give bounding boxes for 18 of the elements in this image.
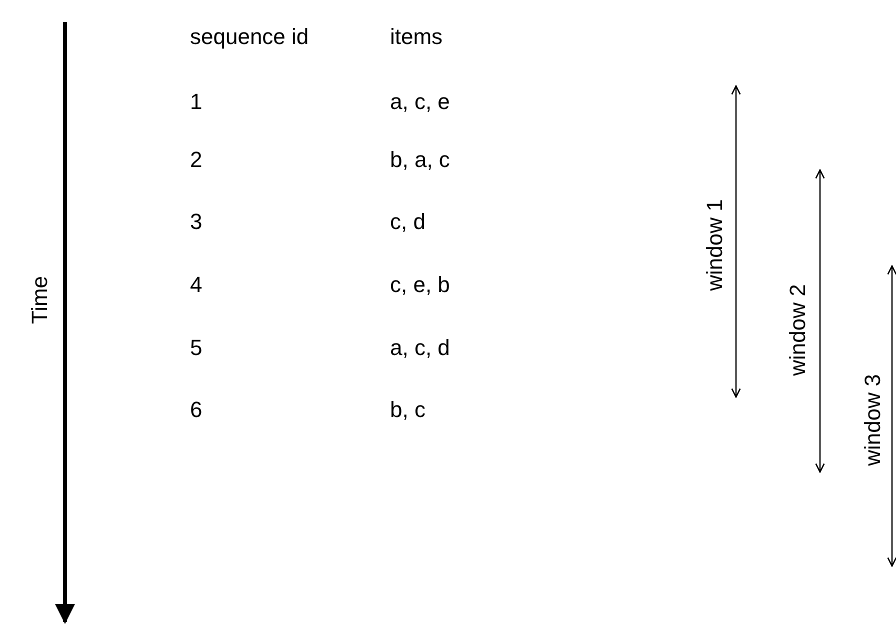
table-cell: b, c xyxy=(390,397,426,423)
table-cell: c, d xyxy=(390,209,426,235)
axis-label: Time xyxy=(27,276,53,324)
window-label: window 2 xyxy=(785,284,811,376)
window-label: window 3 xyxy=(860,374,886,466)
table-cell: 5 xyxy=(190,335,202,361)
window-label: window 1 xyxy=(702,199,728,291)
column-header: sequence id xyxy=(190,24,309,50)
column-header: items xyxy=(390,24,443,50)
table-cell: 2 xyxy=(190,147,202,173)
table-cell: c, e, b xyxy=(390,272,450,298)
table-cell: 1 xyxy=(190,89,202,115)
table-cell: a, c, d xyxy=(390,335,450,361)
table-cell: b, a, c xyxy=(390,147,450,173)
table-cell: 6 xyxy=(190,397,202,423)
table-cell: 3 xyxy=(190,209,202,235)
table-cell: 4 xyxy=(190,272,202,298)
table-cell: a, c, e xyxy=(390,89,450,115)
